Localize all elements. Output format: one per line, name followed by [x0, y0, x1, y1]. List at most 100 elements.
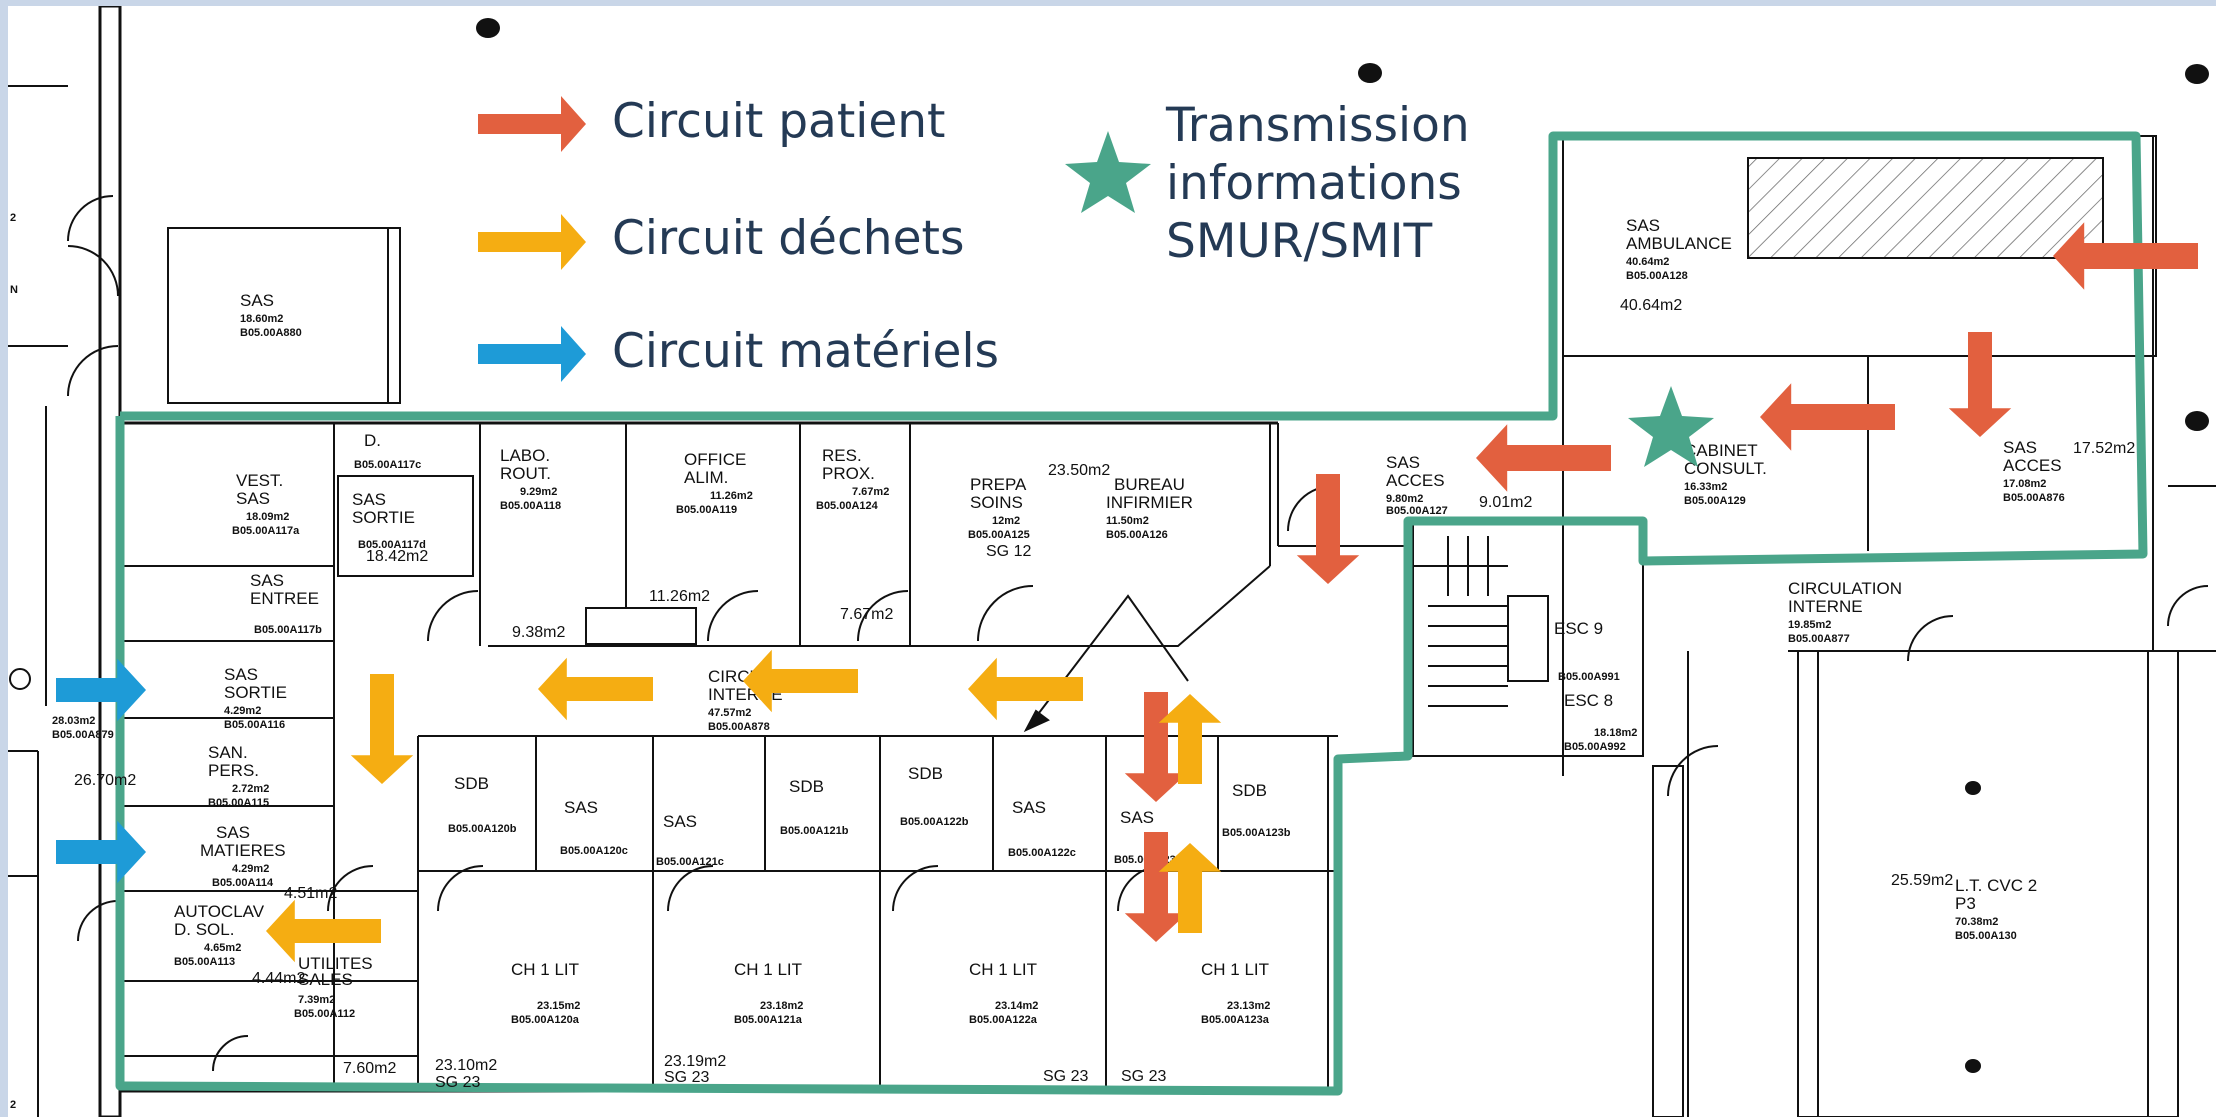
- svg-text:SORTIE: SORTIE: [352, 508, 415, 527]
- svg-text:OFFICE: OFFICE: [684, 450, 746, 469]
- svg-text:SAS: SAS: [1386, 453, 1420, 472]
- edge-label-2b: 2: [10, 1099, 16, 1111]
- room-cabinet-consult: CABINET CONSULT. 16.33m2 B05.00A129: [1684, 441, 1767, 507]
- room-prepa-soins: PREPA SOINS 12m2 B05.00A125 SG 12: [968, 475, 1031, 560]
- svg-text:AMBULANCE: AMBULANCE: [1626, 234, 1732, 253]
- svg-text:70.38m2: 70.38m2: [1955, 916, 1998, 928]
- svg-text:B05.00A119: B05.00A119: [676, 504, 737, 516]
- svg-text:17.52m2: 17.52m2: [2073, 440, 2135, 457]
- room-vest-sas: VEST. SAS 18.09m2 B05.00A117a: [232, 471, 300, 537]
- svg-text:SOINS: SOINS: [970, 493, 1023, 512]
- svg-text:17.08m2: 17.08m2: [2003, 478, 2046, 490]
- sdb-code: B05.00A120c: [560, 845, 628, 857]
- svg-text:SAS: SAS: [352, 490, 386, 509]
- svg-text:B05.00A876: B05.00A876: [2003, 492, 2065, 504]
- room-sas: SAS 18.60m2 B05.00A880: [240, 291, 302, 339]
- transmission-star-icon: [1628, 386, 1714, 467]
- dechets-arrow-icon: [266, 899, 381, 963]
- svg-text:9.01m2: 9.01m2: [1479, 494, 1532, 511]
- svg-text:SAS: SAS: [2003, 438, 2037, 457]
- room-d-label: D.: [364, 431, 381, 450]
- svg-text:B05.00A113: B05.00A113: [174, 956, 235, 968]
- svg-text:4.65m2: 4.65m2: [204, 942, 241, 954]
- svg-text:INFIRMIER: INFIRMIER: [1106, 493, 1193, 512]
- sdb-label: SDB: [789, 777, 824, 796]
- svg-text:LABO.: LABO.: [500, 446, 550, 465]
- isolation-zone-outline: [115, 131, 2148, 1096]
- svg-text:B05.00A112: B05.00A112: [294, 1008, 355, 1020]
- svg-text:PERS.: PERS.: [208, 761, 259, 780]
- svg-text:4.29m2: 4.29m2: [232, 863, 269, 875]
- room-office-alim: OFFICE ALIM. 11.26m2 B05.00A119 11.26m2: [649, 450, 753, 605]
- svg-text:B05.00A121a: B05.00A121a: [734, 1014, 803, 1026]
- legend-materiels-label: Circuit matériels: [612, 324, 999, 379]
- patient-arrow-icon: [1476, 424, 1611, 492]
- room-sas-acces-2: SAS ACCES 17.08m2 B05.00A876 17.52m2: [2003, 438, 2135, 504]
- svg-text:16.33m2: 16.33m2: [1684, 481, 1727, 493]
- sdb-code: B05.00A122b: [900, 816, 969, 828]
- svg-text:SAS: SAS: [236, 489, 270, 508]
- svg-text:VEST.: VEST.: [236, 471, 283, 490]
- room-ch4: CH 1 LIT 23.13m2 B05.00A123a SG 23: [1121, 960, 1270, 1085]
- patient-arrow-icon: [1296, 474, 1360, 584]
- svg-text:B05.00A127: B05.00A127: [1386, 505, 1448, 517]
- svg-text:2.72m2: 2.72m2: [232, 783, 269, 795]
- svg-text:L.T. CVC 2: L.T. CVC 2: [1955, 876, 2037, 895]
- svg-text:11.50m2: 11.50m2: [1106, 515, 1149, 527]
- svg-text:CIRCULATION: CIRCULATION: [1788, 579, 1902, 598]
- edge-label-2: 2: [10, 212, 16, 224]
- svg-text:B05.00A120a: B05.00A120a: [511, 1014, 580, 1026]
- sdb-label: SDB: [908, 764, 943, 783]
- sdb-code: B05.00A121c: [656, 856, 724, 868]
- materiels-arrow-icon: [56, 820, 146, 884]
- svg-text:B05.00A117b: B05.00A117b: [254, 624, 322, 636]
- patient-arrow-icon: [1124, 692, 1188, 802]
- room-autoclav: AUTOCLAV D. SOL. 4.65m2 B05.00A113 4.44m…: [174, 902, 305, 987]
- room-ch1: CH 1 LIT 23.15m2 B05.00A120a 23.10m2 SG …: [435, 960, 580, 1091]
- svg-text:7.60m2: 7.60m2: [343, 1060, 396, 1077]
- svg-text:SG 23: SG 23: [664, 1069, 709, 1086]
- svg-text:ESC 9: ESC 9: [1554, 619, 1603, 638]
- room-ch2: CH 1 LIT 23.18m2 B05.00A121a 23.19m2 SG …: [664, 960, 803, 1086]
- svg-text:SAS: SAS: [224, 665, 258, 684]
- room-name: SAS: [240, 291, 274, 310]
- room-labo-rout: LABO. ROUT. 9.29m2 B05.00A118 9.38m2: [500, 446, 565, 641]
- room-sas-ambulance: SAS AMBULANCE 40.64m2 B05.00A128 40.64m2: [1620, 216, 1732, 314]
- legend-dechets-label: Circuit déchets: [612, 211, 965, 266]
- room-esc-9: ESC 9 B05.00A991: [1554, 619, 1620, 683]
- svg-text:23.19m2: 23.19m2: [664, 1053, 726, 1070]
- sdb-label: SAS: [1012, 798, 1046, 817]
- svg-text:18.60m2: 18.60m2: [240, 313, 283, 325]
- svg-text:B05.00A124: B05.00A124: [816, 500, 879, 512]
- svg-text:B05.00A123a: B05.00A123a: [1201, 1014, 1270, 1026]
- svg-text:B05.00A117a: B05.00A117a: [232, 525, 300, 537]
- svg-text:40.64m2: 40.64m2: [1626, 256, 1669, 268]
- floor-plan: SAS 18.60m2 B05.00A880 SAS AMBULANCE 40.…: [8, 6, 2216, 1117]
- legend-transmission-line-2: informations: [1166, 156, 1462, 211]
- legend-patient-label: Circuit patient: [612, 94, 946, 149]
- svg-text:23.50m2: 23.50m2: [1048, 462, 1110, 479]
- patient-arrow-icon: [1948, 332, 2012, 437]
- svg-text:B05.00A114: B05.00A114: [212, 877, 274, 889]
- edge-label-n: N: [10, 284, 18, 296]
- sdb-code: B05.00A123b: [1222, 827, 1291, 839]
- svg-text:B05.00A115: B05.00A115: [208, 797, 269, 809]
- sdb-code: B05.00A121b: [780, 825, 849, 837]
- svg-text:4.51m2: 4.51m2: [284, 885, 337, 902]
- svg-text:9.80m2: 9.80m2: [1386, 493, 1423, 505]
- materiels-arrow-icon: [56, 658, 146, 722]
- svg-text:SAN.: SAN.: [208, 743, 248, 762]
- svg-text:B05.00A125: B05.00A125: [968, 529, 1030, 541]
- svg-text:23.14m2: 23.14m2: [995, 1000, 1038, 1012]
- columns: [9, 18, 2209, 1073]
- svg-text:B05.00A880: B05.00A880: [240, 327, 302, 339]
- sdb-label: SDB: [454, 774, 489, 793]
- svg-text:CH 1 LIT: CH 1 LIT: [969, 960, 1037, 979]
- dechets-arrow-icon: [743, 649, 858, 713]
- svg-text:25.59m2: 25.59m2: [1891, 872, 1953, 889]
- svg-text:18.42m2: 18.42m2: [366, 548, 428, 565]
- svg-text:B05.00A126: B05.00A126: [1106, 529, 1168, 541]
- sdb-label: SAS: [564, 798, 598, 817]
- svg-text:PROX.: PROX.: [822, 464, 875, 483]
- svg-text:23.15m2: 23.15m2: [537, 1000, 580, 1012]
